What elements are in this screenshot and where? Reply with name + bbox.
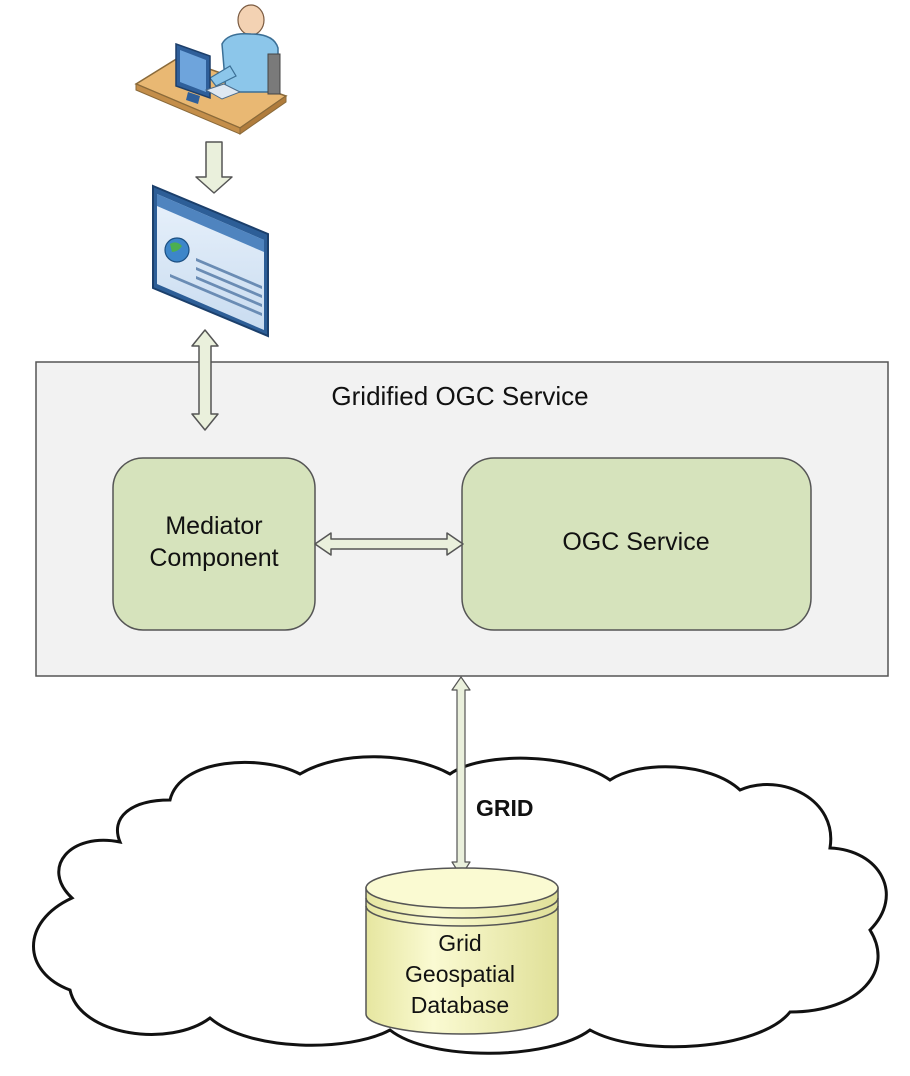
mediator-component-label: Mediator Component <box>114 510 314 574</box>
grid-label: GRID <box>476 795 534 821</box>
mediator-label-line-1: Mediator <box>165 512 263 540</box>
database-label-line-3: Database <box>410 992 510 1018</box>
database-label-line-2: Geospatial <box>405 961 515 987</box>
gridified-service-title: Gridified OGC Service <box>331 381 589 411</box>
ogc-service-label: OGC Service <box>562 528 710 556</box>
web-browser-window-icon <box>152 184 269 373</box>
user-at-computer-icon <box>134 4 288 135</box>
browser-mediator-double-arrow <box>191 329 219 431</box>
mediator-ogc-double-arrow <box>314 532 464 556</box>
database-label-line-1: Grid <box>438 930 482 956</box>
mediator-label-line-2: Component <box>149 544 279 572</box>
database-label: Grid Geospatial Database <box>362 928 558 1021</box>
down-arrow-icon <box>195 141 233 194</box>
grid-geospatial-database-icon <box>365 867 559 1035</box>
